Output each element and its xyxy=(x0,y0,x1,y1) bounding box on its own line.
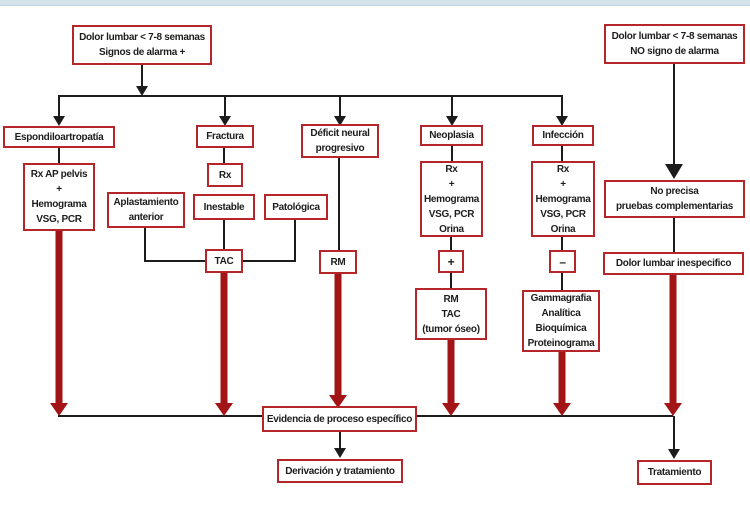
node-aplastamiento-anterior: Aplastamiento anterior xyxy=(107,192,185,228)
black-arrowheads xyxy=(53,86,683,459)
node-result-positive: + xyxy=(438,250,464,273)
node-evidencia-proceso-especifico: Evidencia de proceso específico xyxy=(262,406,417,432)
node-neoplasia: Neoplasia xyxy=(420,125,483,146)
node-patologica: Patológica xyxy=(264,194,328,220)
node-no-precisa-pruebas: No precisa pruebas complementarias xyxy=(604,180,745,218)
node-dolor-lumbar-inespecifico: Dolor lumbar inespecifico xyxy=(603,252,744,275)
node-espondiloartropatia: Espondiloartropatía xyxy=(3,126,115,148)
node-alarm-signs-positive: Dolor lumbar < 7-8 semanas Signos de ala… xyxy=(72,25,212,65)
node-rx-tests-infeccion: Rx + Hemograma VSG, PCR Orina xyxy=(531,161,595,237)
node-tratamiento: Tratamiento xyxy=(637,460,712,485)
red-arrowheads xyxy=(50,395,682,416)
node-rx-fractura: Rx xyxy=(207,163,243,187)
node-fractura: Fractura xyxy=(196,125,254,148)
node-rx-tests-neoplasia: Rx + Hemograma VSG, PCR Orina xyxy=(420,161,483,237)
node-no-alarm-signs: Dolor lumbar < 7-8 semanas NO signo de a… xyxy=(604,24,745,64)
node-derivacion-tratamiento: Derivación y tratamiento xyxy=(277,459,403,483)
node-gammagrafia-analitica: Gammagrafia Analítica Bioquímica Protein… xyxy=(522,290,600,352)
node-infeccion: Infección xyxy=(532,125,594,146)
node-tac: TAC xyxy=(205,249,243,273)
node-rx-ap-pelvis-tests: Rx AP pelvis + Hemograma VSG, PCR xyxy=(23,163,95,231)
top-accent-bar xyxy=(0,0,750,6)
node-rm: RM xyxy=(319,250,357,274)
node-result-negative: – xyxy=(549,250,576,273)
node-inestable: Inestable xyxy=(193,194,255,220)
node-rm-tac-tumor-oseo: RM TAC (tumor óseo) xyxy=(415,288,487,340)
node-deficit-neural: Déficit neural progresivo xyxy=(301,124,379,158)
red-arrow-shafts xyxy=(55,231,677,404)
